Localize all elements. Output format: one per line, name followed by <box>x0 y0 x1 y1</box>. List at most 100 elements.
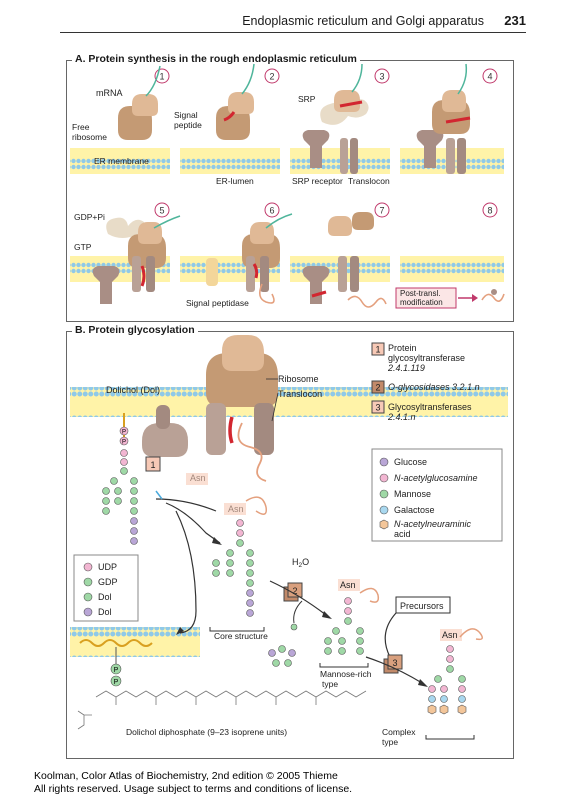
dolichol-label: Dolichol (Dol) <box>106 385 160 395</box>
core-structure-label: Core structure <box>214 631 268 641</box>
step-6-marker: 6 <box>264 202 280 218</box>
complex-type-glycan <box>425 628 483 740</box>
svg-text:3: 3 <box>392 658 397 668</box>
svg-text:7: 7 <box>379 206 384 216</box>
svg-text:4: 4 <box>487 72 492 82</box>
svg-text:8: 8 <box>487 206 492 216</box>
post-transl-label: Post-transl.modification <box>400 289 443 307</box>
page-header: Endoplasmic reticulum and Golgi apparatu… <box>0 12 564 34</box>
step-3-srp-complex <box>302 63 369 174</box>
svg-text:6: 6 <box>269 206 274 216</box>
step-3-marker: 3 <box>374 68 390 84</box>
step-4-marker: 4 <box>482 68 498 84</box>
svg-text:N-acetylneuraminic: N-acetylneuraminic <box>394 519 472 529</box>
svg-text:N-acetylglucosamine: N-acetylglucosamine <box>394 473 478 483</box>
svg-text:Protein: Protein <box>388 343 417 353</box>
svg-text:1: 1 <box>375 345 380 355</box>
ribosome-translocon <box>206 335 279 482</box>
svg-text:1: 1 <box>159 72 164 82</box>
step-5-marker: 5 <box>154 202 170 218</box>
svg-text:3: 3 <box>375 403 380 413</box>
svg-text:2: 2 <box>375 383 380 393</box>
mannose-rich-glycan <box>319 579 380 668</box>
svg-text:P: P <box>122 430 126 436</box>
footer-line-2: All rights reserved. Usage subject to te… <box>34 783 353 795</box>
enzyme-3-step: 3 <box>365 654 428 687</box>
asn-label-4: Asn <box>442 630 458 640</box>
panel-b-title: B. Protein glycosylation <box>72 324 198 336</box>
svg-text:2.4.1.119: 2.4.1.119 <box>387 363 425 373</box>
step-7-marker: 7 <box>374 202 390 218</box>
gdp-pi-label: GDP+Pi <box>74 212 105 222</box>
panel-a-title: A. Protein synthesis in the rough endopl… <box>72 53 360 65</box>
core-structure-glycan <box>209 519 265 632</box>
enzyme-2-step: 2 <box>269 580 332 624</box>
svg-text:3: 3 <box>379 72 384 82</box>
step-7-release <box>302 212 387 308</box>
svg-text:acid: acid <box>394 529 411 539</box>
dolichol-enzyme-1: 1 <box>142 405 188 472</box>
copyright-footer: Koolman, Color Atlas of Biochemistry, 2n… <box>34 770 352 796</box>
svg-text:Dol: Dol <box>98 607 112 617</box>
step-8-marker: 8 <box>482 202 498 218</box>
er-lumen-label: ER-lumen <box>216 176 254 186</box>
precursors-label: Precursors <box>400 601 444 611</box>
svg-text:O-glycosidases 3.2.1.n: O-glycosidases 3.2.1.n <box>388 382 480 392</box>
dolichol-lower: P P <box>79 639 153 687</box>
nucleotide-legend: UDP GDP Dol Dol <box>73 554 139 622</box>
sugar-legend: Glucose N-acetylglucosamine Mannose Gala… <box>371 448 503 542</box>
asn-label-3: Asn <box>340 580 356 590</box>
srp-label: SRP <box>298 94 316 104</box>
svg-text:P: P <box>114 679 119 686</box>
page-number: 231 <box>504 13 526 28</box>
translocon-label-b: Translocon <box>278 389 322 399</box>
h2o-label: H2O <box>292 557 309 569</box>
svg-text:GDP: GDP <box>98 577 118 587</box>
step-1-ribosome <box>118 65 161 140</box>
svg-text:2.4.1.n: 2.4.1.n <box>387 412 416 422</box>
svg-text:P: P <box>122 440 126 446</box>
svg-text:Galactose: Galactose <box>394 505 435 515</box>
step-2-marker: 2 <box>264 68 280 84</box>
svg-text:Glycosyltransferases: Glycosyltransferases <box>388 402 472 412</box>
svg-text:UDP: UDP <box>98 562 117 572</box>
enzyme-legend: 1 Protein glycosyltransferase 2.4.1.119 … <box>371 342 480 422</box>
gtp-label: GTP <box>74 242 92 252</box>
step-4-docked <box>416 63 471 174</box>
header-rule <box>60 32 526 33</box>
translocon-label-a: Translocon <box>348 176 390 186</box>
footer-line-1: Koolman, Color Atlas of Biochemistry, 2n… <box>34 770 338 782</box>
svg-text:P: P <box>114 667 119 674</box>
dolichol-sugar-chain: P P <box>102 413 138 545</box>
dolichol-structure-formula <box>77 690 367 730</box>
mrna-label: mRNA <box>96 88 123 98</box>
svg-text:2: 2 <box>269 72 274 82</box>
released-sugars <box>268 623 298 667</box>
step-2-ribosome <box>216 63 255 140</box>
step-8-post-translational <box>395 287 505 309</box>
signal-peptidase-label: Signal peptidase <box>186 298 249 308</box>
svg-text:Dol: Dol <box>98 592 112 602</box>
er-membranes-row-1 <box>70 148 504 174</box>
ribosome-label: Ribosome <box>278 374 319 384</box>
svg-text:Mannose: Mannose <box>394 489 431 499</box>
er-membrane-label: ER membrane <box>94 156 149 166</box>
panel-b-figure: Ribosome Translocon Dolichol (Dol) 1 P P… <box>70 335 508 747</box>
svg-text:1: 1 <box>150 460 155 470</box>
svg-text:5: 5 <box>159 206 164 216</box>
svg-text:2: 2 <box>292 586 297 596</box>
step-6-signal-peptidase <box>206 213 293 304</box>
header-title: Endoplasmic reticulum and Golgi apparatu… <box>242 14 484 28</box>
step-5-gtp-release <box>92 215 181 304</box>
dolichol-diphosphate-label: Dolichol diphosphate (9–23 isoprene unit… <box>126 727 287 737</box>
svg-text:glycosyltransferase: glycosyltransferase <box>388 353 465 363</box>
step-markers: 1 2 3 4 5 6 7 8 <box>154 68 498 218</box>
precursors-box <box>395 596 451 614</box>
srp-receptor-label: SRP receptor <box>292 176 343 186</box>
svg-text:Glucose: Glucose <box>394 457 427 467</box>
